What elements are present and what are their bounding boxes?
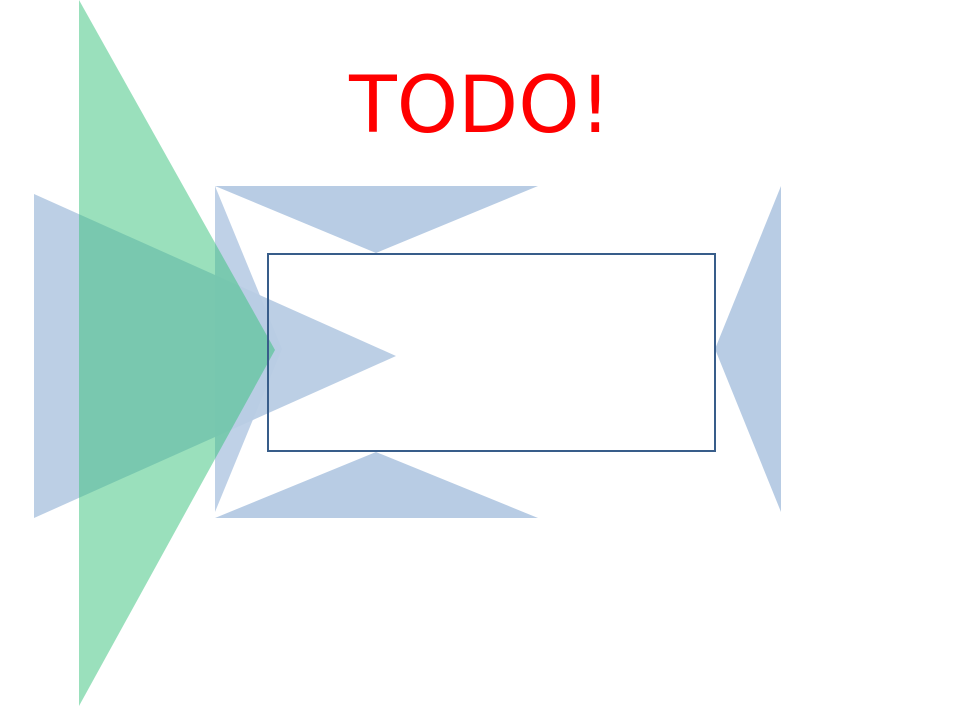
- center-box: [267, 253, 716, 452]
- bottom-triangle: [215, 452, 538, 518]
- top-triangle: [215, 186, 538, 253]
- green-triangle: [79, 0, 275, 706]
- slide-title: TODO!: [349, 61, 611, 151]
- right-triangle: [715, 186, 781, 512]
